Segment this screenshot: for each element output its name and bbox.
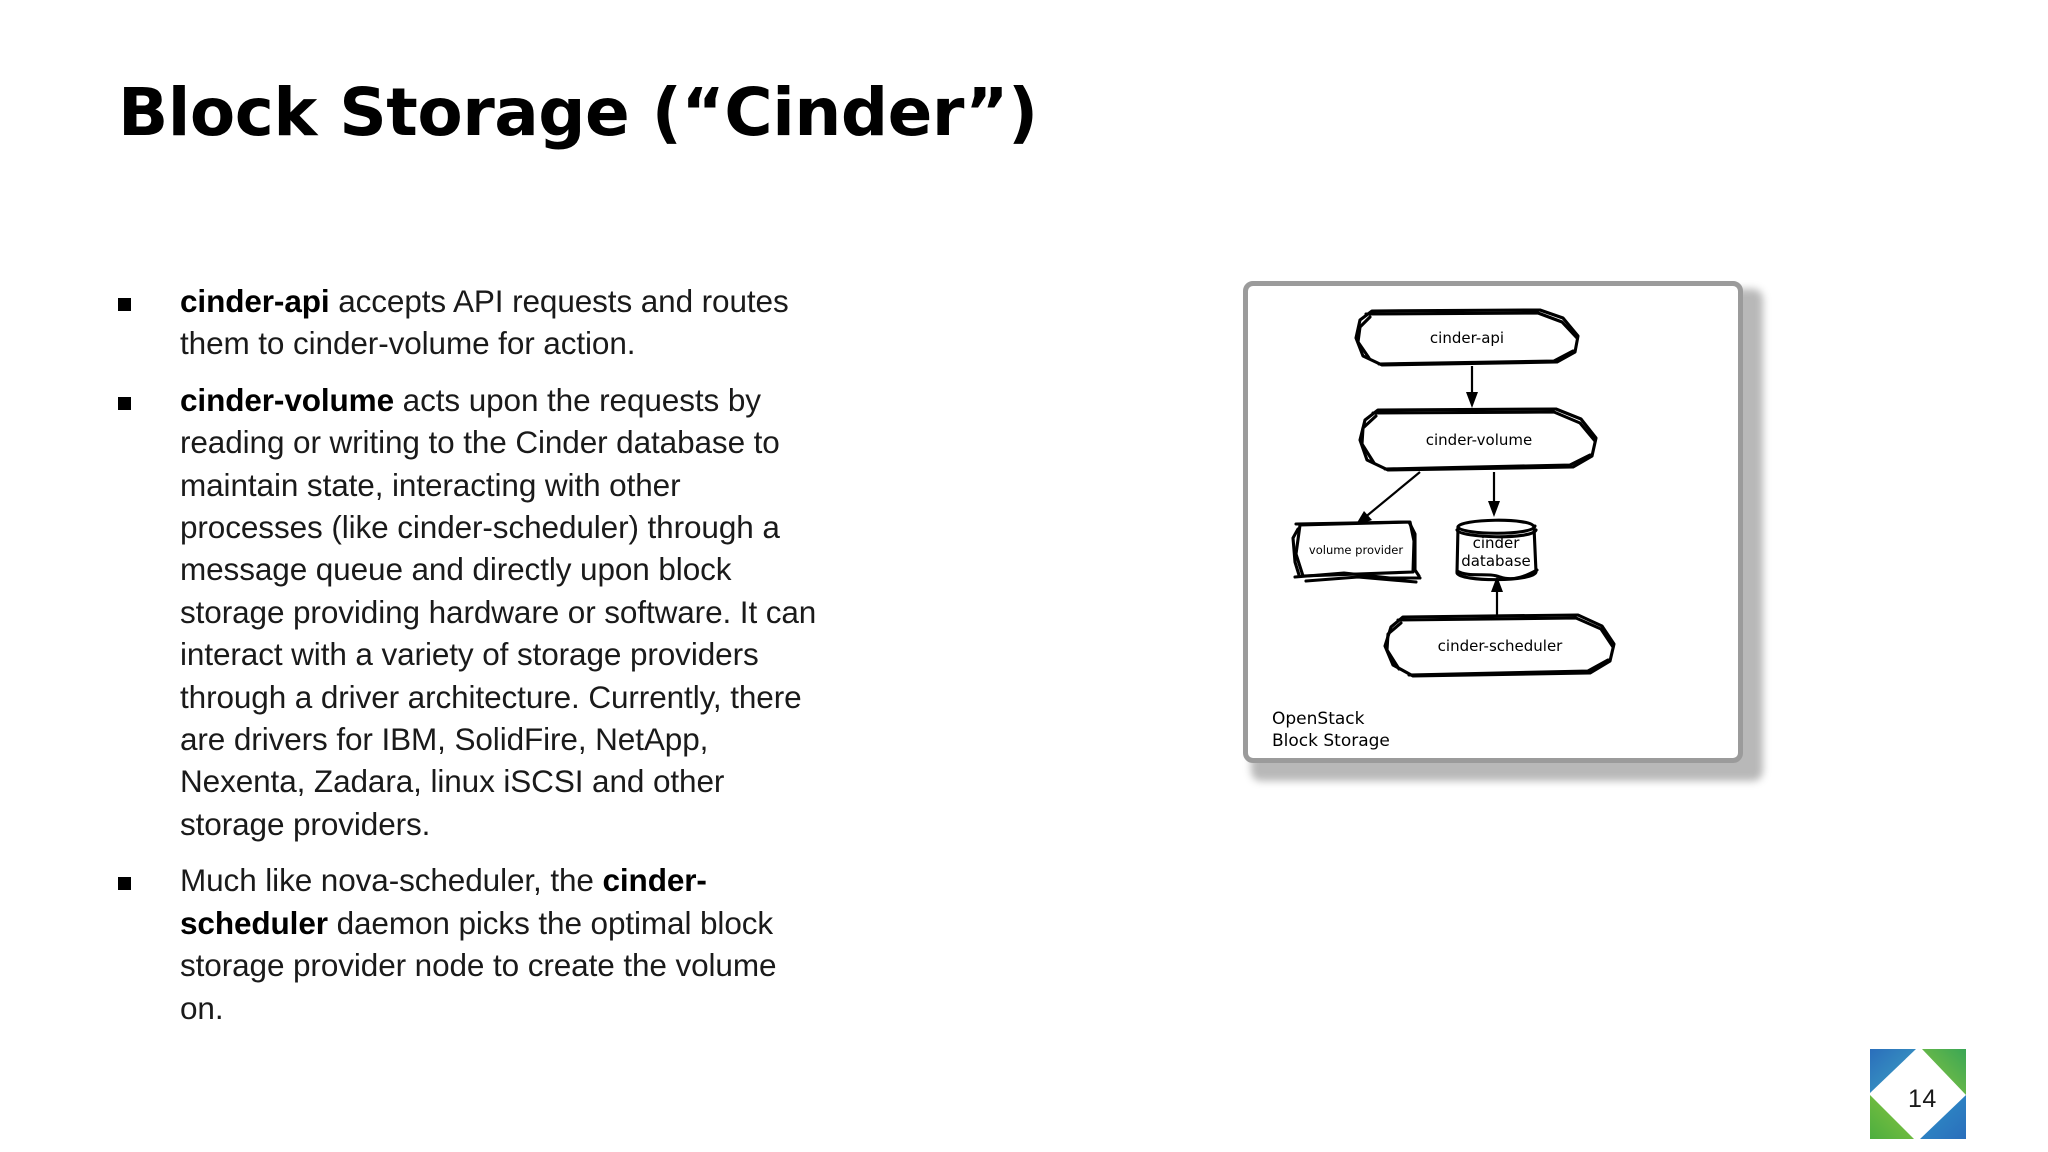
page-number: 14: [1908, 1085, 1937, 1113]
square-bullet-icon: [118, 280, 180, 311]
bullet-prefix-text: Much like nova-scheduler, the: [180, 862, 603, 899]
diagram-edge-volume-to-provider: [1355, 471, 1421, 526]
diagram-node-cinder-scheduler: cinder-scheduler: [1383, 613, 1616, 678]
bullet-list: cinder-api accepts API requests and rout…: [118, 280, 818, 1029]
diagram-node-label: cinder-volume: [1426, 431, 1532, 449]
diagram-node-label: cinder-scheduler: [1438, 637, 1564, 655]
bullet-lead-term: cinder-volume: [180, 381, 395, 418]
diagram-node-cinder-volume: cinder-volume: [1358, 407, 1598, 472]
architecture-diagram: cinder-api cinder-volume: [1243, 281, 1763, 781]
diagram-node-label-line2: database: [1461, 552, 1531, 570]
diagram-node-label-line1: cinder: [1473, 534, 1521, 552]
logo-blade-bottom-right: [1920, 1095, 1966, 1139]
logo-blade-bottom-left: [1870, 1095, 1914, 1139]
bullet-body-text: daemon picks the optimal block storage p…: [180, 904, 777, 1026]
diagram-node-label: volume provider: [1309, 543, 1403, 557]
bullet-lead-term: cinder-api: [180, 283, 330, 319]
logo-blade-top-left: [1870, 1049, 1916, 1093]
diagram-node-cinder-api: cinder-api: [1354, 308, 1580, 367]
list-item-text: cinder-volume acts upon the requests by …: [180, 379, 818, 845]
bullet-lead-term: cinder-scheduler: [180, 862, 707, 941]
diagram-node-cinder-database: cinder database: [1455, 518, 1539, 582]
list-item: cinder-api accepts API requests and rout…: [118, 280, 818, 365]
square-bullet-icon: [118, 379, 180, 410]
diagram-caption-line2: Block Storage: [1272, 731, 1390, 751]
pinwheel-logo: [1862, 1041, 1974, 1147]
diagram-node-label: cinder-api: [1430, 329, 1504, 347]
list-item: Much like nova-scheduler, the cinder-sch…: [118, 859, 818, 1029]
square-bullet-icon: [118, 859, 180, 891]
diagram-edge-scheduler-to-database: [1491, 576, 1503, 620]
diagram-edge-volume-to-database: [1488, 472, 1500, 517]
list-item: cinder-volume acts upon the requests by …: [118, 379, 818, 845]
list-item-text: cinder-api accepts API requests and rout…: [180, 280, 818, 365]
bullet-body-text: acts upon the requests by reading or wri…: [180, 381, 817, 842]
diagram-frame: cinder-api cinder-volume: [1243, 281, 1743, 763]
page-title: Block Storage (“Cinder”): [118, 74, 1038, 151]
diagram-node-volume-provider: volume provider: [1291, 520, 1422, 584]
diagram-edge-api-to-volume: [1466, 366, 1478, 408]
diagram-caption-line1: OpenStack: [1272, 709, 1365, 729]
list-item-text: Much like nova-scheduler, the cinder-sch…: [180, 859, 818, 1029]
bullet-body-text: accepts API requests and routes them to …: [180, 283, 789, 362]
logo-blade-top-right: [1922, 1049, 1966, 1095]
